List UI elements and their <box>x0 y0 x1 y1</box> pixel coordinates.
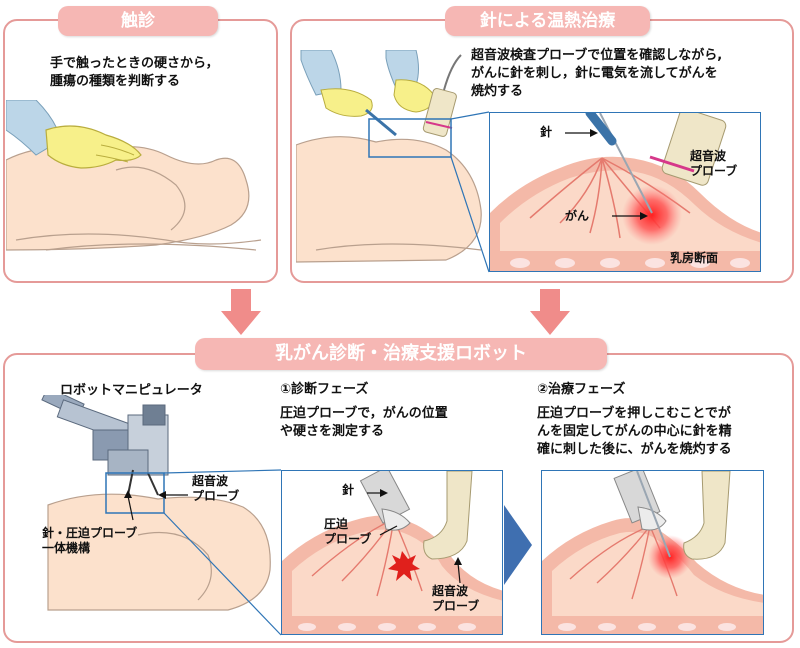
phase1-title: ①診断フェーズ <box>280 382 369 397</box>
manipulator-label: ロボットマニピュレータ <box>60 383 203 398</box>
phase1-inset: 針 圧迫 プローブ 超音波 プローブ <box>281 470 503 635</box>
thermal-needle-label: 針 <box>540 125 553 139</box>
phase-arrow <box>504 505 532 585</box>
robot-illustration <box>41 395 271 611</box>
down-arrow-left <box>221 289 261 335</box>
phase2-inset <box>541 470 764 635</box>
down-arrow-right <box>530 289 570 335</box>
phase1-ultrasound-label: 超音波 プローブ <box>432 584 480 613</box>
mechanism-label: 針・圧迫プローブ 一体機構 <box>42 526 138 555</box>
thermal-section-label: 乳房断面 <box>670 251 719 265</box>
phase2-description: 圧迫プローブを押しこむことでが んを固定してがんの中心に針を精 確に刺した後に、… <box>537 406 732 457</box>
thermal-probe-label: 超音波 プローブ <box>690 149 738 178</box>
phase1-compress-label: 圧迫 プローブ <box>324 517 372 546</box>
robot-ultrasound-probe-label: 超音波 プローブ <box>192 474 240 503</box>
palpation-illustration <box>6 100 262 251</box>
thermal-cancer-label: がん <box>565 209 590 223</box>
breast-section-inset: 針 超音波 プローブ がん 乳房断面 <box>489 112 761 272</box>
phase2-title: ②治療フェーズ <box>537 382 626 397</box>
palpation-title: 触診 <box>58 6 218 36</box>
thermal-title: 針による温熱治療 <box>445 6 650 36</box>
thermal-description: 超音波検査プローブで位置を確認しながら, がんに針を刺し，針に電気を流してがんを… <box>471 48 723 99</box>
thermal-illustration <box>296 50 482 263</box>
palpation-description: 手で触ったときの硬さから， 腫瘍の種類を判断する <box>50 56 219 89</box>
phase1-needle-label: 針 <box>342 483 355 497</box>
robot-title: 乳がん診断・治療支援ロボット <box>195 338 607 370</box>
phase1-description: 圧迫プローブで，がんの位置 や硬さを測定する <box>280 406 448 439</box>
